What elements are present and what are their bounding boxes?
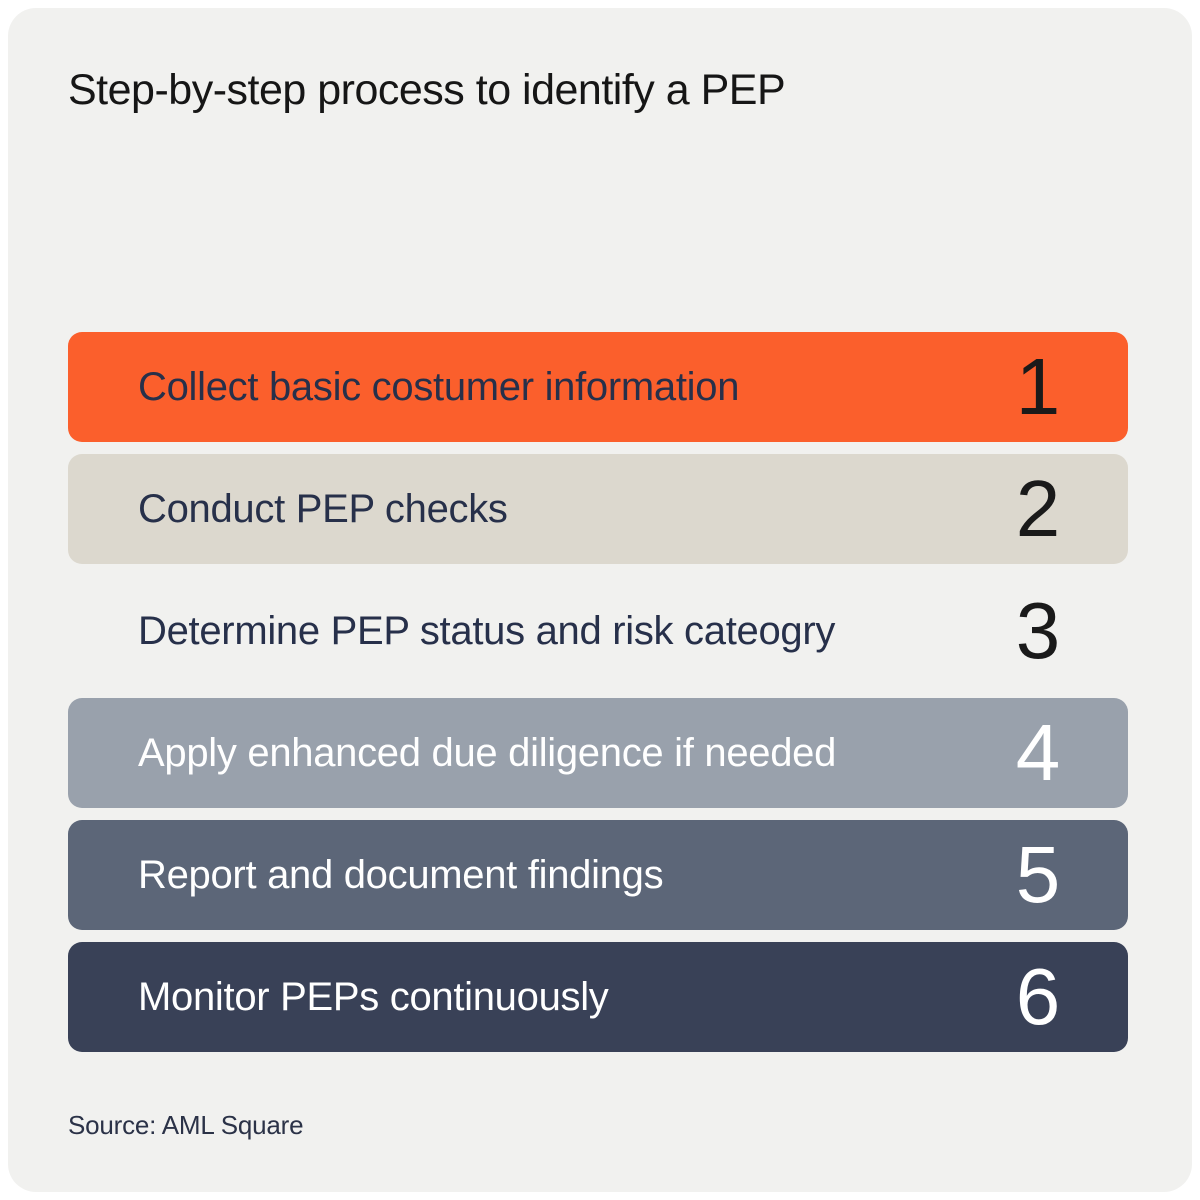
step-number: 3 xyxy=(1015,586,1061,675)
step-row-1: Collect basic costumer information 1 xyxy=(68,332,1128,442)
step-row-3: Determine PEP status and risk cateogry 3 xyxy=(68,576,1128,686)
step-row-5: Report and document findings 5 xyxy=(68,820,1128,930)
step-label: Apply enhanced due diligence if needed xyxy=(138,730,837,775)
steps-list: Collect basic costumer information 1 Con… xyxy=(68,332,1128,1064)
infographic-card: Step-by-step process to identify a PEP C… xyxy=(8,8,1192,1192)
step-number: 6 xyxy=(1015,952,1061,1041)
step-number: 4 xyxy=(1015,708,1061,797)
step-row-2: Conduct PEP checks 2 xyxy=(68,454,1128,564)
step-label: Determine PEP status and risk cateogry xyxy=(138,608,836,653)
step-label: Monitor PEPs continuously xyxy=(138,974,609,1019)
step-row-4: Apply enhanced due diligence if needed 4 xyxy=(68,698,1128,808)
page-title: Step-by-step process to identify a PEP xyxy=(68,66,786,114)
step-label: Collect basic costumer information xyxy=(138,364,740,409)
source-caption: Source: AML Square xyxy=(68,1110,304,1140)
step-label: Conduct PEP checks xyxy=(138,486,508,531)
step-number: 2 xyxy=(1015,464,1061,553)
step-row-6: Monitor PEPs continuously 6 xyxy=(68,942,1128,1052)
step-number: 1 xyxy=(1015,342,1061,431)
step-number: 5 xyxy=(1015,830,1061,919)
step-label: Report and document findings xyxy=(138,852,664,897)
